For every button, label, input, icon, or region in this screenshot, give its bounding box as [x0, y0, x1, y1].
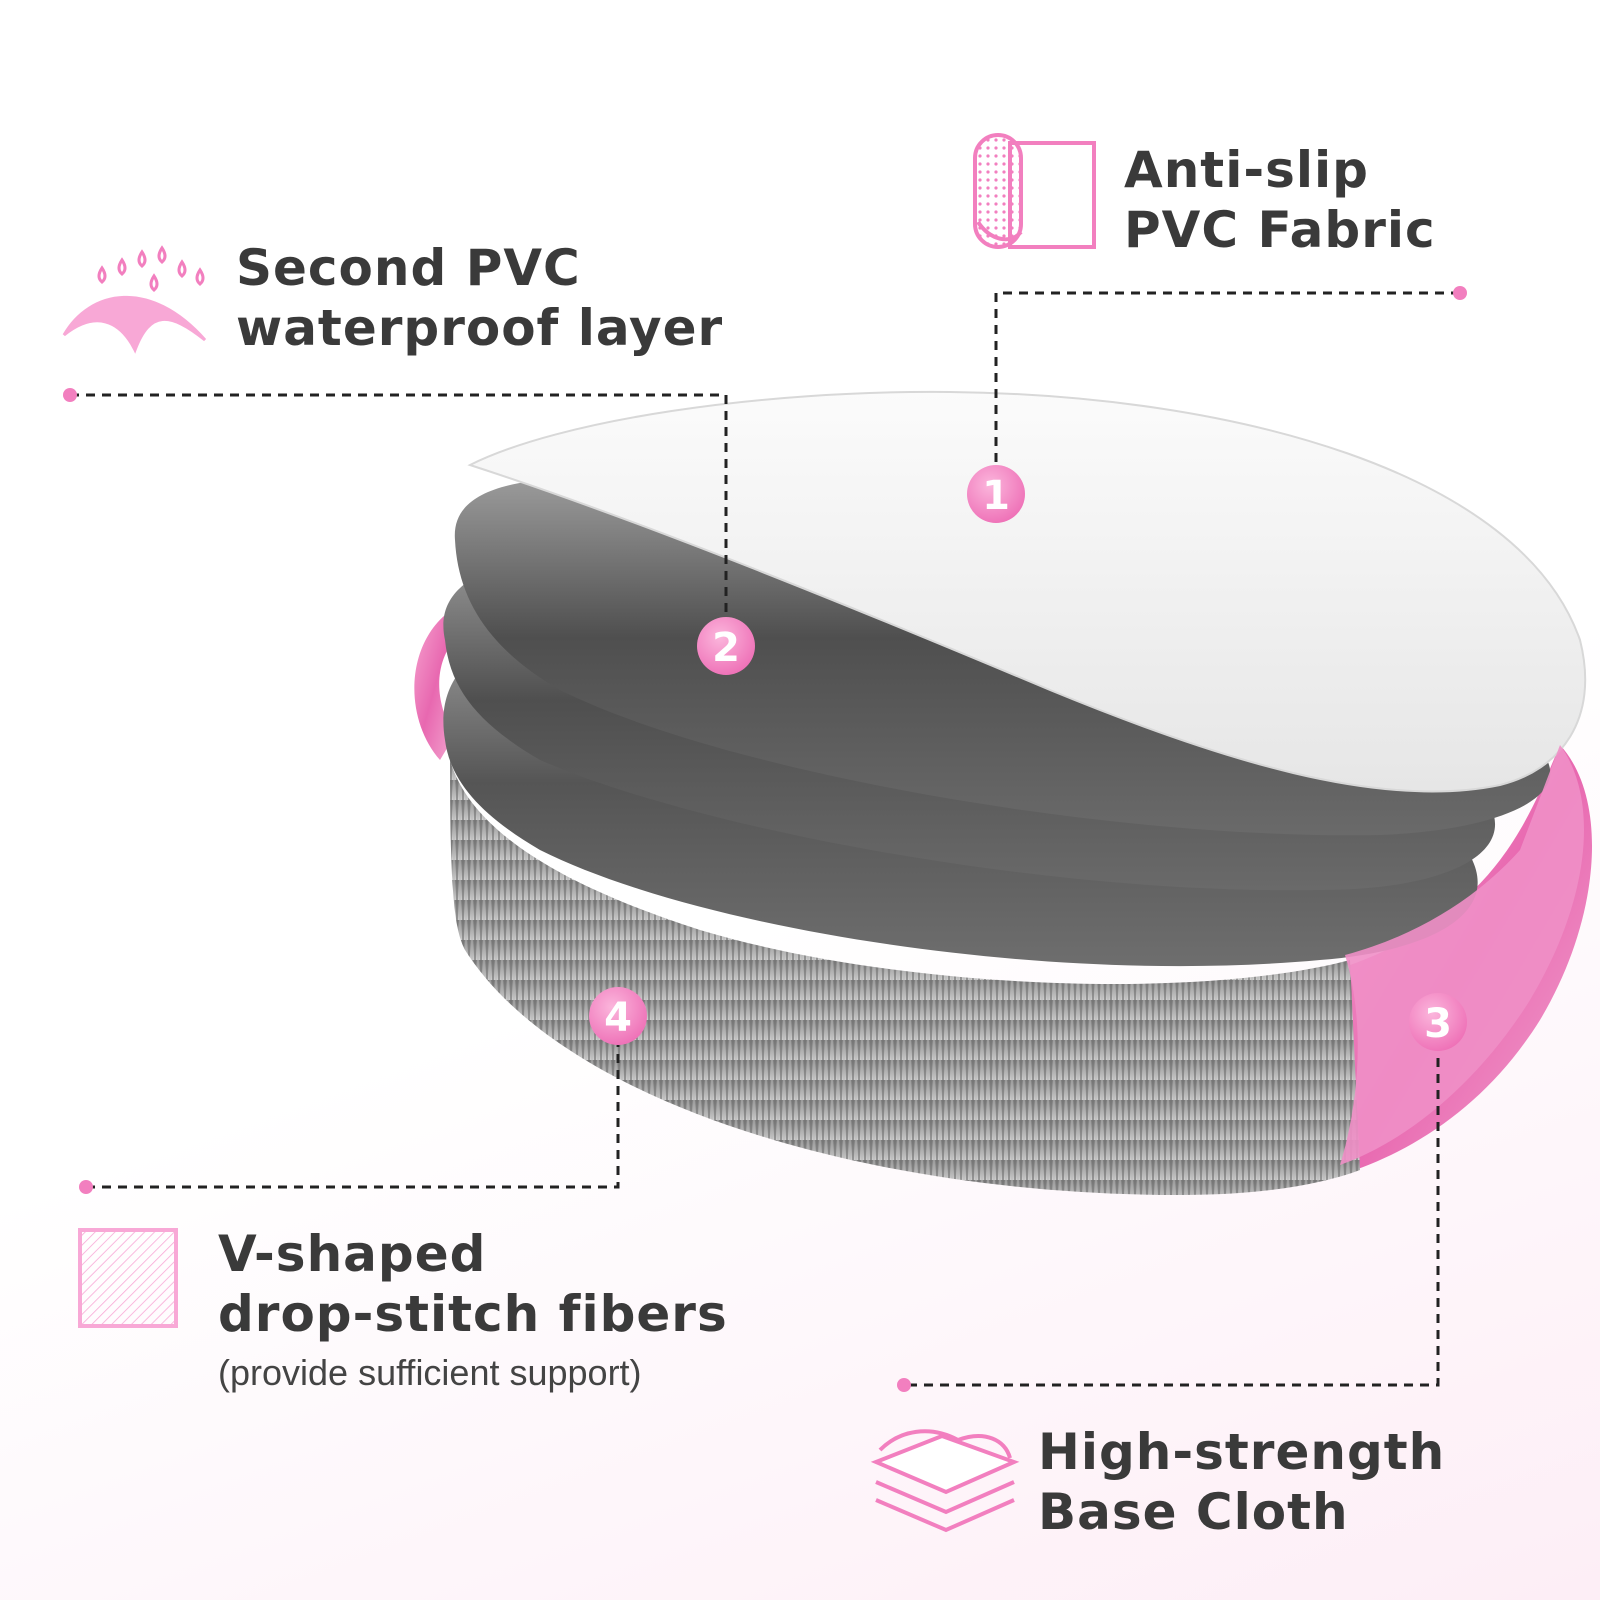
hatched-square-icon [78, 1228, 178, 1328]
label-1-line-1: Anti-slip [1124, 141, 1369, 199]
base-cloth-front [1340, 745, 1584, 1165]
label-1-line-2: PVC Fabric [1124, 201, 1436, 259]
label-2-line-2: waterproof layer [236, 299, 724, 357]
leader-dot-1 [1453, 286, 1467, 300]
leader-lines [70, 291, 1460, 1387]
badge-2-number: 2 [712, 625, 740, 671]
label-4-line-2: drop-stitch fibers [218, 1285, 728, 1343]
rolled-fabric-icon [973, 133, 1096, 249]
fiber-core [450, 760, 1360, 1195]
leader-dots [63, 286, 1467, 1392]
badge-3-number: 3 [1424, 1001, 1452, 1047]
label-high-strength-base-cloth: High-strength Base Cloth [1038, 1422, 1445, 1542]
leader-line-2 [70, 393, 728, 620]
leader-line-3 [904, 1058, 1440, 1387]
badge-4-number: 4 [604, 995, 632, 1041]
label-v-shaped-drop-stitch-fibers: V-shaped drop-stitch fibers [218, 1224, 728, 1344]
label-4-line-1: V-shaped [218, 1225, 487, 1283]
badge-3: 3 [1409, 993, 1467, 1051]
label-second-pvc-waterproof-layer: Second PVC waterproof layer [236, 238, 723, 358]
label-3-line-2: Base Cloth [1038, 1483, 1349, 1541]
label-2-line-1: Second PVC [236, 239, 581, 297]
leader-line-4 [86, 1038, 620, 1189]
badge-2: 2 [697, 617, 755, 675]
badge-4: 4 [589, 987, 647, 1045]
leader-line-1 [994, 291, 1460, 470]
label-anti-slip-pvc-fabric: Anti-slip PVC Fabric [1124, 140, 1436, 260]
leader-dot-2 [63, 388, 77, 402]
water-drops-icon [62, 245, 207, 354]
badge-1-number: 1 [982, 473, 1010, 519]
badge-1: 1 [967, 465, 1025, 523]
stacked-cloth-icon [870, 1429, 1020, 1533]
leader-dot-3 [897, 1378, 911, 1392]
leader-dot-4 [79, 1180, 93, 1194]
label-4-subtitle: (provide sufficient support) [218, 1352, 642, 1393]
pvc-top-fabric [467, 390, 1587, 793]
label-3-line-1: High-strength [1038, 1423, 1446, 1481]
